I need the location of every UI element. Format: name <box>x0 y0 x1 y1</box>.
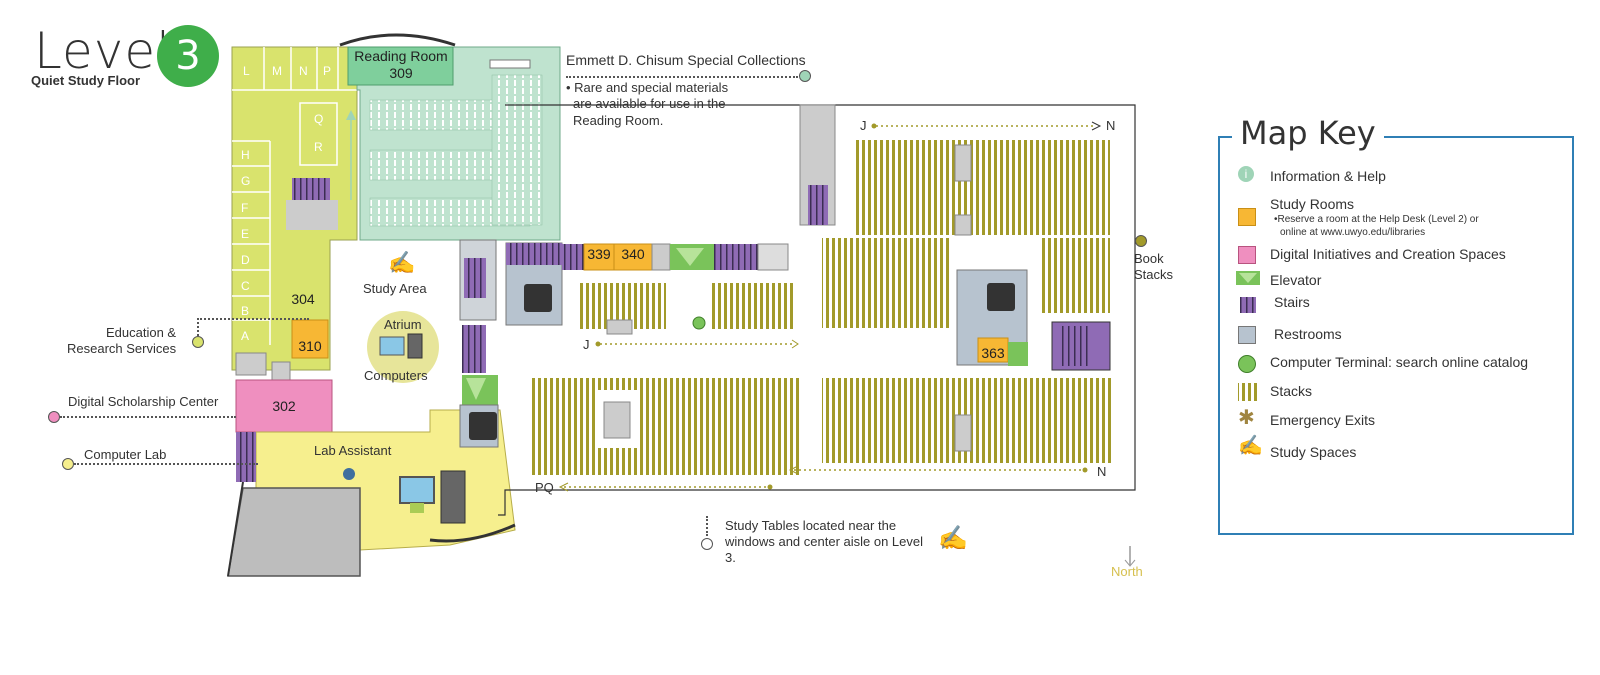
aisle-j-mid: J <box>583 337 590 352</box>
study-tables-icon: ✍ <box>938 525 968 552</box>
special-note-line-2: are available for use in the <box>573 96 726 111</box>
level-title: Level <box>34 22 171 80</box>
study-spaces-icon: ✍ <box>1238 435 1263 457</box>
map-key-panel <box>1218 136 1574 535</box>
key-item-restrooms: Restrooms <box>1274 326 1342 342</box>
study-tables-line-2: windows and center aisle on Level <box>725 534 924 549</box>
study-room-e[interactable]: E <box>241 227 250 241</box>
special-collections-label: Emmett D. Chisum Special Collections <box>566 52 806 68</box>
digital-scholarship-label: Digital Scholarship Center <box>68 394 219 409</box>
edu-research-label-2: Research Services <box>67 341 177 356</box>
aisle-j-top: J <box>860 118 867 133</box>
study-room-p[interactable]: P <box>323 64 332 78</box>
elevator-icon <box>1236 271 1260 285</box>
aisle-n-top: N <box>1106 118 1116 133</box>
study-room-a[interactable]: A <box>241 329 250 343</box>
room-302-label[interactable]: 302 <box>272 398 296 414</box>
book-stacks-marker <box>1135 235 1147 247</box>
special-note-line-3: Reading Room. <box>573 113 664 128</box>
key-item-emergency-exits: Emergency Exits <box>1270 412 1376 428</box>
study-room-l[interactable]: L <box>243 64 250 78</box>
aisle-pq: PQ <box>535 480 554 495</box>
key-item-stairs: Stairs <box>1274 294 1310 310</box>
computer-terminal-icon <box>1238 355 1256 373</box>
room-340-label[interactable]: 340 <box>621 246 645 262</box>
study-rooms-note-2: online at www.uwyo.edu/libraries <box>1280 227 1426 238</box>
key-item-stacks: Stacks <box>1270 383 1313 399</box>
reading-room-label: Reading Room <box>354 48 448 64</box>
book-stacks-label-2: Stacks <box>1134 267 1174 282</box>
study-room-d[interactable]: D <box>241 253 250 267</box>
key-item-digital: Digital Initiatives and Creation Spaces <box>1270 246 1506 262</box>
study-room-h[interactable]: H <box>241 148 250 162</box>
information-icon: i <box>1238 166 1254 182</box>
study-room-f[interactable]: F <box>241 201 249 215</box>
room-339-label[interactable]: 339 <box>587 246 611 262</box>
digital-initiatives-icon <box>1238 246 1256 264</box>
room-310-label[interactable]: 310 <box>298 338 322 354</box>
key-item-study-spaces: Study Spaces <box>1270 444 1357 460</box>
study-room-r[interactable]: R <box>314 140 323 154</box>
study-room-n[interactable]: N <box>299 64 308 78</box>
room-309-label: 309 <box>389 65 413 81</box>
key-item-computer-terminal: Computer Terminal: search online catalog <box>1270 354 1529 370</box>
computer-lab-marker <box>62 458 74 470</box>
emergency-exit-icon: ✱ <box>1238 407 1255 429</box>
aisle-n-bottom: N <box>1097 464 1107 479</box>
restrooms-icon <box>1238 326 1256 344</box>
room-363-label[interactable]: 363 <box>981 345 1005 361</box>
stacks-icon <box>1238 383 1260 401</box>
study-room-icon <box>1238 208 1256 226</box>
study-tables-line-1: Study Tables located near the <box>725 518 897 533</box>
lab-assistant-label: Lab Assistant <box>314 443 392 458</box>
book-stacks-label-1: Book <box>1134 251 1164 266</box>
computers-label: Computers <box>364 368 428 383</box>
stairs-icon <box>1240 297 1256 313</box>
digital-scholarship-marker <box>48 411 60 423</box>
study-room-g[interactable]: G <box>241 174 251 188</box>
study-room-m[interactable]: M <box>272 64 282 78</box>
study-room-c[interactable]: C <box>241 279 250 293</box>
study-room-q[interactable]: Q <box>314 112 324 126</box>
study-room-b[interactable]: B <box>241 304 250 318</box>
study-area-label: Study Area <box>363 281 427 296</box>
floor-subtitle: Quiet Study Floor <box>31 73 141 88</box>
key-item-study-rooms: Study Rooms <box>1270 196 1355 212</box>
atrium-label: Atrium <box>384 317 422 332</box>
edu-research-label-1: Education & <box>106 325 177 340</box>
edu-research-marker <box>192 336 204 348</box>
study-rooms-note-1: •Reserve a room at the Help Desk (Level … <box>1274 214 1479 225</box>
key-item-elevator: Elevator <box>1270 272 1322 288</box>
study-tables-marker <box>701 538 713 550</box>
computer-lab-label: Computer Lab <box>84 447 167 462</box>
study-area-icon: ✍ <box>388 250 416 275</box>
level-number-badge: 3 <box>157 25 219 87</box>
study-tables-line-3: 3. <box>725 550 736 565</box>
map-key-title: Map Key <box>1232 114 1384 152</box>
key-item-information: Information & Help <box>1270 168 1386 184</box>
special-collections-marker <box>799 70 811 82</box>
north-label: North <box>1111 564 1143 579</box>
room-304-label[interactable]: 304 <box>291 291 315 307</box>
special-collections-leader <box>566 76 798 78</box>
special-note-line-1: • Rare and special materials <box>566 80 729 95</box>
